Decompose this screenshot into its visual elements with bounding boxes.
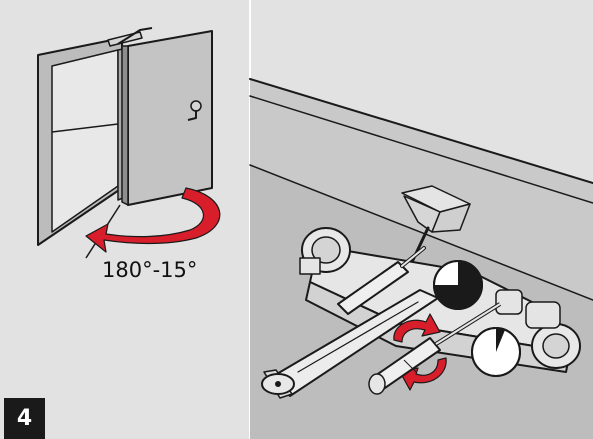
screwdriver-icon: [368, 302, 502, 395]
clock-dial-icon-2: [471, 327, 521, 377]
curved-arrow-icon: [85, 187, 221, 253]
clock-dial-icon: [433, 260, 483, 310]
step-number-badge: 4: [4, 398, 45, 439]
door-illustration: [37, 27, 213, 246]
door-angle-label: 180°-15°: [102, 258, 198, 282]
